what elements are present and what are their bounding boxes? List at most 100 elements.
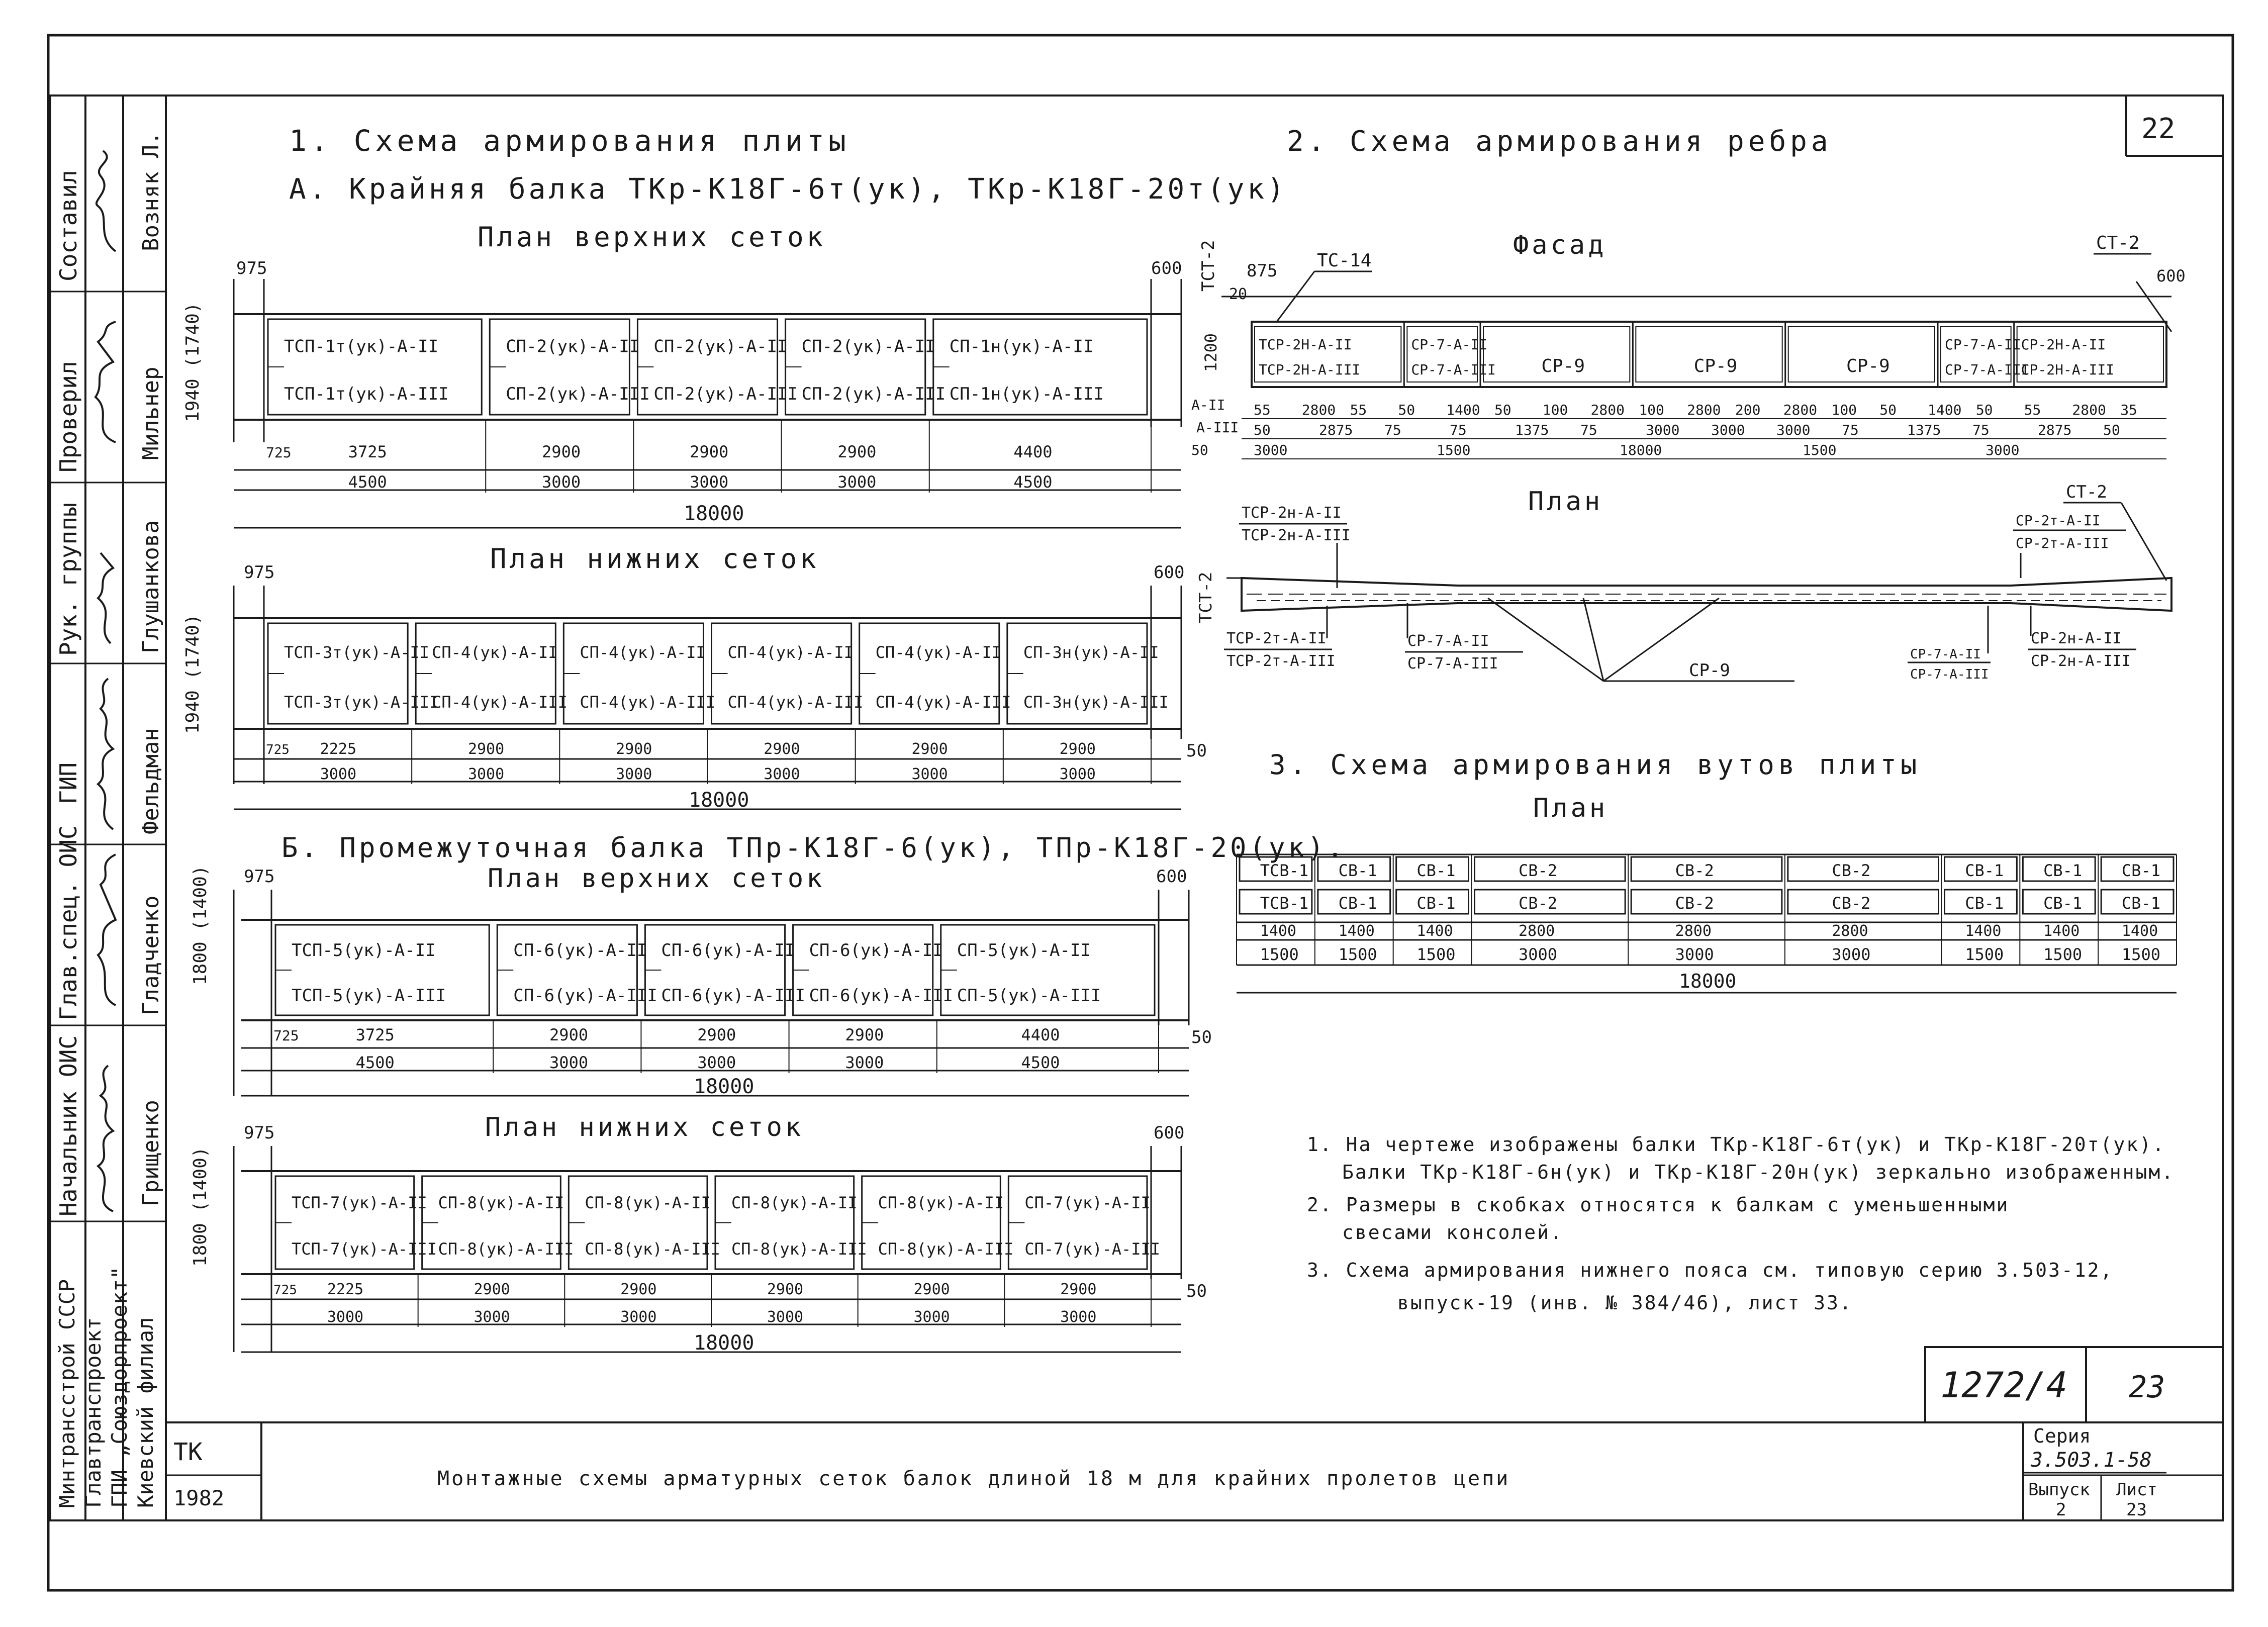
mesh-label-bottom: СП-8(ук)-А-III xyxy=(731,1239,867,1259)
dim-outer: 4500 xyxy=(348,472,387,492)
dim-50-b: 50 xyxy=(1186,741,1207,761)
facade-title: Фасад xyxy=(1513,230,1607,260)
signature-sostavil xyxy=(95,150,117,252)
dim-outer: 3000 xyxy=(914,1308,950,1326)
sr7-left-top: СР-7-А-II xyxy=(1407,632,1489,650)
dim-975: 975 xyxy=(236,258,267,278)
facade-cell-label-top: СР-2Н-А-II xyxy=(2021,336,2106,353)
facade-dim: 18000 xyxy=(1620,442,1662,458)
signature-glav-spec xyxy=(97,853,117,1006)
mesh-label-top: СП-6(ук)-А-II xyxy=(513,940,647,961)
mesh-label-top: СП-3н(ук)-А-II xyxy=(1023,643,1159,662)
facade-dim-1200: 1200 xyxy=(1201,333,1220,372)
st2-label: СТ-2 xyxy=(2096,233,2140,253)
sr2t-bot: СР-2т-А-III xyxy=(2016,535,2109,551)
mesh-label-bottom: СП-2(ук)-А-III xyxy=(802,384,946,404)
mesh-label-bottom: СП-6(ук)-А-III xyxy=(661,986,805,1006)
haunch-cell-top xyxy=(2100,856,2175,882)
sr9-label: СР-9 xyxy=(1689,660,1730,681)
a-top-dims: 3725450029003000290030002900300044004500… xyxy=(266,420,1152,493)
dim-inner: 2900 xyxy=(845,1025,884,1044)
dim-outer: 3000 xyxy=(764,765,800,783)
mesh-label-bottom: СП-7(ук)-А-III xyxy=(1024,1239,1160,1259)
section1-title: 1. Схема армирования плиты xyxy=(289,124,850,158)
mesh-label-top: СП-4(ук)-А-II xyxy=(432,643,557,662)
facade-dim: 2800 xyxy=(1687,402,1721,418)
mesh-label-bottom: СП-8(ук)-А-III xyxy=(438,1239,574,1259)
haunch-cells: ТСВ-1ТСВ-114001500СВ-1СВ-114001500СВ-1СВ… xyxy=(1236,854,2177,965)
haunch-dim-inner: 1400 xyxy=(1260,922,1296,940)
signatures xyxy=(94,150,117,1212)
facade-dim: 55 xyxy=(2024,402,2041,418)
dim-inner: 2900 xyxy=(690,442,728,461)
dim-outer: 3000 xyxy=(474,1308,510,1326)
mesh-label-top: СП-8(ук)-А-II xyxy=(438,1193,564,1212)
dim-inner: 2900 xyxy=(764,740,800,758)
mesh-label-top: СП-6(ук)-А-II xyxy=(661,940,795,961)
b-bottom-plan: 975 600 50 1800 (1400) ТСП-7(ук)-А-IIТСП… xyxy=(190,1123,1207,1355)
mesh-label-top: СП-7(ук)-А-II xyxy=(1024,1193,1150,1212)
haunch-label-top: СВ-2 xyxy=(1675,861,1714,880)
mesh-label-top: СП-8(ук)-А-II xyxy=(731,1193,857,1212)
facade-dim: 50 xyxy=(1398,402,1415,418)
dim-inner: 2900 xyxy=(1060,1281,1096,1298)
height-label-d: 1800 (1400) xyxy=(190,1147,211,1267)
tst2-label: ТСТ-2 xyxy=(1198,240,1218,292)
haunch-label-bottom: СВ-1 xyxy=(1339,894,1377,913)
facade-dim: 55 xyxy=(1254,402,1271,418)
mesh-label-top: СП-2(ук)-А-II xyxy=(802,337,935,357)
facade-cell-label-top: СР-7-А-II xyxy=(1411,336,1487,353)
top-sheet-box: 22 xyxy=(2125,95,2223,157)
dim-725: 725 xyxy=(266,444,292,461)
haunch-label-top: СВ-2 xyxy=(1832,861,1870,880)
dim-50-d: 50 xyxy=(1186,1281,1207,1301)
facade-dim: 3000 xyxy=(1986,442,2019,458)
role-sostavil: Составил xyxy=(55,170,82,281)
b-top-total: 18000 xyxy=(694,1075,754,1098)
facade-dim: 50 xyxy=(1494,402,1511,418)
haunch-cell-bottom xyxy=(1944,889,2018,915)
b-bot-total: 18000 xyxy=(694,1331,754,1355)
doc-code: ТК xyxy=(173,1438,203,1466)
dim-inner: 2225 xyxy=(320,740,356,758)
facade-dim: 2800 xyxy=(2072,402,2106,418)
haunch-cell-top xyxy=(1239,856,1313,882)
role-glav-spec: Глав.спец. ОИС xyxy=(55,825,82,1020)
dim-outer: 3000 xyxy=(549,1053,588,1072)
height-label-c: 1800 (1400) xyxy=(190,866,211,985)
facade-cell-label-top: СР-7-А-II xyxy=(1945,336,2021,353)
sr7-right-top: СР-7-А-II xyxy=(1910,647,1981,662)
haunch-dim-outer: 3000 xyxy=(1675,945,1714,964)
facade-dim-600: 600 xyxy=(2156,266,2186,285)
facade-cell-label-bottom: СР-2Н-А-III xyxy=(2021,361,2114,378)
mesh-label-top: ТСП-5(ук)-А-II xyxy=(292,940,436,961)
name-voznyak: Возняк Л. xyxy=(138,132,164,251)
dim-inner: 2900 xyxy=(911,740,948,758)
mesh-label-bottom: СП-6(ук)-А-III xyxy=(809,986,954,1006)
mesh-label-top: ТСП-7(ук)-А-II xyxy=(292,1193,427,1212)
facade-dim: 3000 xyxy=(1254,442,1287,458)
dim-inner: 2900 xyxy=(542,442,581,461)
facade-dim: 100 xyxy=(1831,402,1857,418)
mesh-label-top: СП-4(ук)-А-II xyxy=(580,643,705,662)
haunch-cell-bottom xyxy=(2100,889,2175,915)
facade-cell xyxy=(1635,326,1783,382)
height-label-b: 1940 (1740) xyxy=(182,614,203,734)
haunch-dim-inner: 1400 xyxy=(1339,922,1375,940)
facade-cell-label-bottom: СР-7-А-III xyxy=(1411,361,1496,378)
haunch-dim-outer: 3000 xyxy=(1519,945,1557,964)
doc-title: Монтажные схемы арматурных сеток балок д… xyxy=(437,1467,1510,1490)
mesh-label-top: СП-2(ук)-А-II xyxy=(506,337,639,357)
dim-725: 725 xyxy=(273,1283,297,1298)
facade-cell-label-bottom: СР-7-А-III xyxy=(1945,361,2030,378)
facade-cell-label: СР-9 xyxy=(1541,356,1585,376)
a-top-cells: ТСП-1т(ук)-А-IIТСП-1т(ук)-А-IIIСП-2(ук)-… xyxy=(267,318,1148,416)
sr7-right-bot: СР-7-А-III xyxy=(1910,667,1989,682)
a-plan-top-title: План верхних сеток xyxy=(478,221,826,253)
name-gladchenko: Гладченко xyxy=(138,896,164,1015)
facade-dim: 50 xyxy=(2103,422,2120,438)
facade-dim: 75 xyxy=(1384,422,1401,438)
haunch-label-bottom: СВ-2 xyxy=(1832,894,1870,913)
haunch-label-top: СВ-1 xyxy=(1339,861,1377,880)
doc-sheet: 23 xyxy=(2129,1370,2165,1405)
